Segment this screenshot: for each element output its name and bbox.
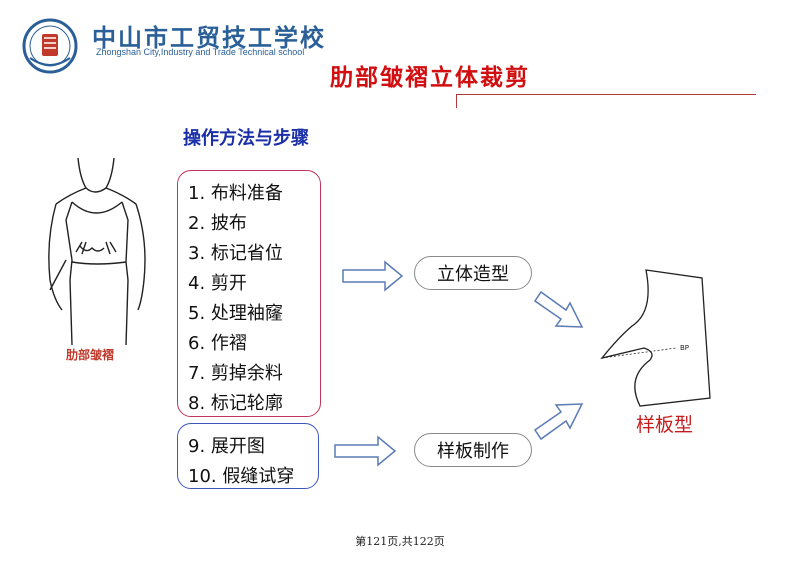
bp-mark: BP	[680, 344, 689, 352]
arrow-right-icon	[334, 435, 397, 467]
figure-caption: 肋部皱褶	[66, 348, 115, 362]
bodice-drape-illustration	[48, 157, 146, 345]
step-item: 2. 披布	[188, 213, 247, 234]
steps-group-draping: 1. 布料准备 2. 披布 3. 标记省位 4. 剪开 5. 处理袖窿 6. 作…	[177, 170, 321, 417]
step-item: 9. 展开图	[188, 436, 265, 457]
draping-label: 立体造型	[414, 256, 532, 290]
arrow-up-right-icon	[533, 403, 584, 441]
step-item: 7. 剪掉余料	[188, 363, 283, 384]
school-name-en: Zhongshan City,Industry and Trade Techni…	[96, 47, 305, 57]
steps-group-pattern: 9. 展开图 10. 假缝试穿	[177, 423, 319, 489]
title-underline	[456, 94, 756, 95]
arrow-down-right-icon	[533, 290, 584, 328]
school-emblem-icon	[22, 18, 78, 74]
pattern-making-label: 样板制作	[414, 433, 532, 467]
step-item: 4. 剪开	[188, 273, 247, 294]
step-item: 5. 处理袖窿	[188, 303, 283, 324]
pattern-result-label: 样板型	[636, 414, 694, 436]
step-item: 3. 标记省位	[188, 243, 283, 264]
step-item: 10. 假缝试穿	[188, 466, 295, 487]
page-number: 第121页,共122页	[355, 535, 445, 548]
section-heading: 操作方法与步骤	[183, 128, 309, 149]
school-name-cn: 中山市工贸技工学校	[92, 23, 326, 52]
slide-title: 肋部皱褶立体裁剪	[330, 64, 530, 91]
title-underline-tick	[456, 94, 457, 108]
pattern-piece-diagram: BP	[600, 269, 711, 407]
step-item: 6. 作褶	[188, 333, 247, 354]
step-item: 8. 标记轮廓	[188, 393, 283, 414]
step-item: 1. 布料准备	[188, 183, 283, 204]
arrow-right-icon	[342, 260, 404, 292]
